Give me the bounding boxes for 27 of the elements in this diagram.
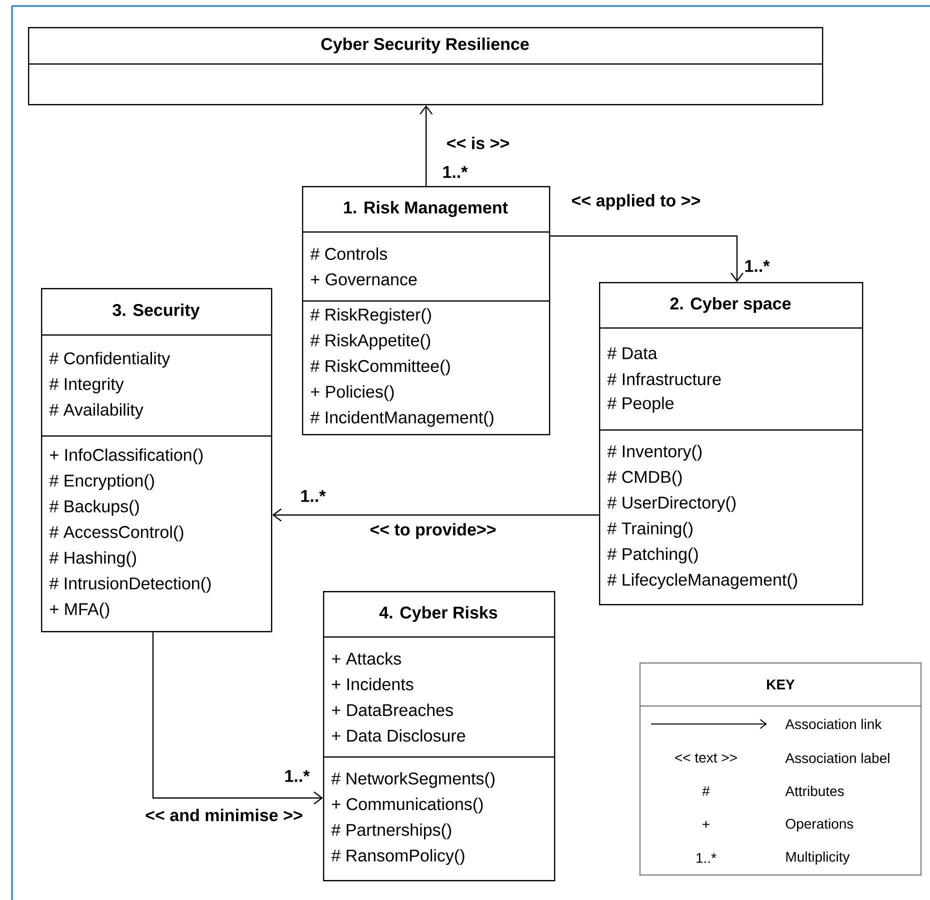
edge-label: << applied to >> xyxy=(570,193,702,211)
edge-label: << is >> xyxy=(445,136,511,150)
legend-symbol: # xyxy=(702,786,710,796)
multiplicity-label: 1..* xyxy=(745,260,770,272)
key-heading: KEY xyxy=(767,680,795,690)
legend-text: Association label xyxy=(785,752,890,764)
legend-symbol: 1..* xyxy=(696,853,716,863)
multiplicity-label: 1..* xyxy=(301,490,326,502)
legend-symbol: + xyxy=(702,820,710,828)
class-box: Cyber Security Resilience xyxy=(28,27,824,106)
class-box: 2. Cyber space # Data # Infrastructure # People # Inventory() # CMDB() # UserDirectory() # Training() # Patching() # LifecycleManagement() xyxy=(599,282,864,606)
edge-label: << and minimise >> xyxy=(144,808,304,822)
legend-text: Association link xyxy=(785,718,882,730)
class-box: 3. Security # Confidentiality # Integrity # Availability + InfoClassification() # Encryption() # Backups() # AccessControl() # Hashing() # IntrusionDetection() + MFA() xyxy=(41,288,272,632)
class-box: 4. Cyber Risks + Attacks + Incidents + DataBreaches + Data Disclosure # NetworkSegments() + Communications() # Partnerships() # RansomPolicy() xyxy=(323,591,556,882)
edge-label: << to provide>> xyxy=(368,522,498,540)
legend-symbol: << text >> xyxy=(675,753,737,763)
legend-text: Operations xyxy=(786,818,854,832)
association-arrow xyxy=(272,508,599,522)
legend-text: Attributes xyxy=(785,786,844,796)
multiplicity-label: 1..* xyxy=(443,166,468,178)
legend-text: Multiplicity xyxy=(786,851,850,865)
association-arrow xyxy=(420,105,433,186)
association-arrow xyxy=(152,632,323,804)
multiplicity-label: 1..* xyxy=(285,770,310,782)
class-box: 1. Risk Management # Controls + Governance # RiskRegister() # RiskAppetite() # RiskCommittee() + Policies() # IncidentManagement() xyxy=(302,186,550,436)
association-arrow xyxy=(550,235,744,282)
